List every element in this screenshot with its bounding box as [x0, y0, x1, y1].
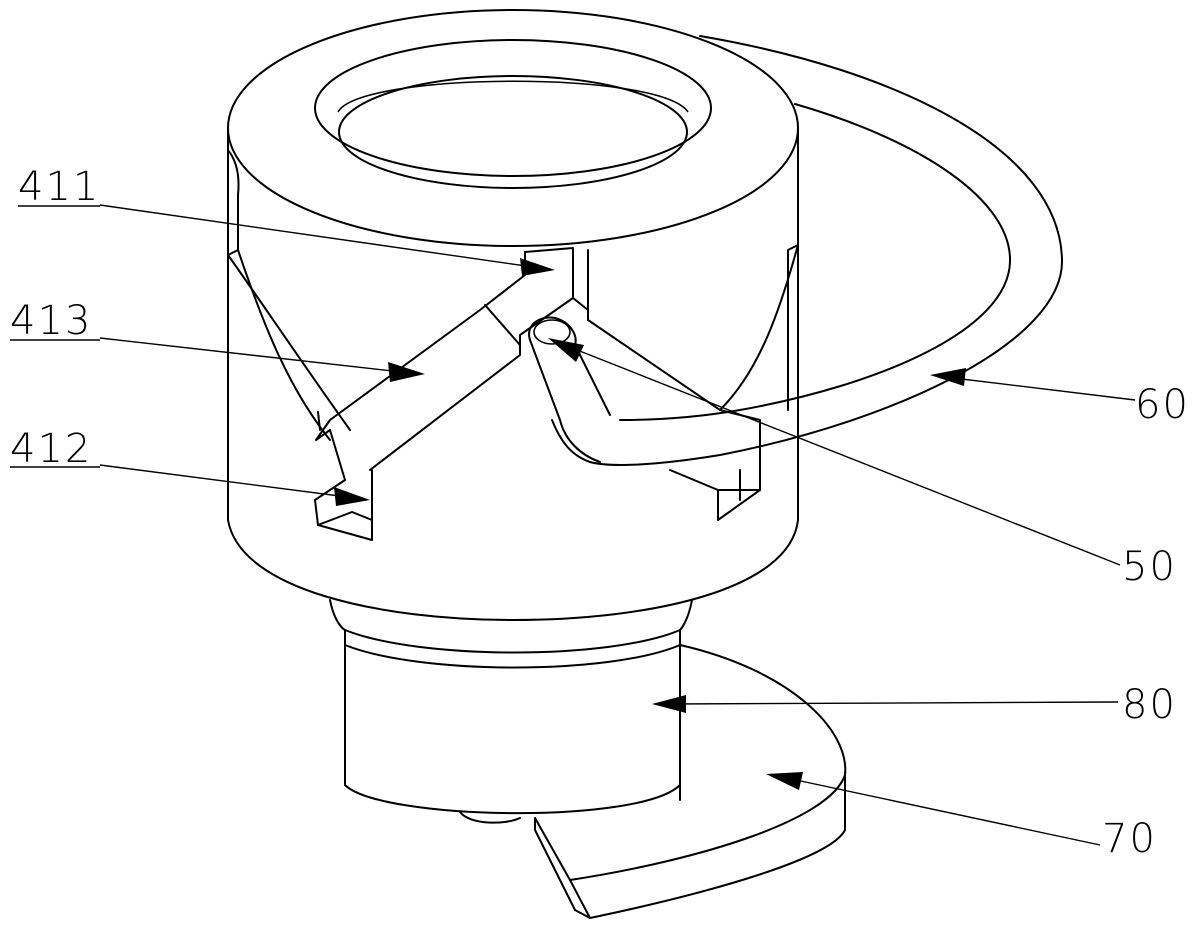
- label-80: 80: [1122, 682, 1177, 728]
- lower-cylinder-80: [329, 599, 693, 824]
- reference-labels: 411 413 412 60 50 80 70: [10, 164, 1190, 862]
- leader-70: [766, 772, 1101, 846]
- pin-50: [528, 316, 611, 463]
- wire-ring-60: [551, 35, 1064, 466]
- leader-413: [99, 337, 425, 382]
- leader-60: [930, 368, 1136, 401]
- leader-80: [652, 695, 1119, 713]
- cam-groove: [314, 247, 761, 541]
- leader-50: [548, 338, 1121, 566]
- label-50: 50: [1122, 544, 1177, 590]
- label-413: 413: [10, 298, 92, 344]
- label-60: 60: [1135, 382, 1190, 428]
- leader-412: [99, 464, 370, 506]
- leader-411: [99, 204, 555, 276]
- upper-housing: [227, 9, 799, 621]
- label-70: 70: [1102, 816, 1157, 862]
- blade-70: [534, 644, 847, 919]
- label-412: 412: [10, 426, 92, 472]
- label-411: 411: [18, 164, 100, 210]
